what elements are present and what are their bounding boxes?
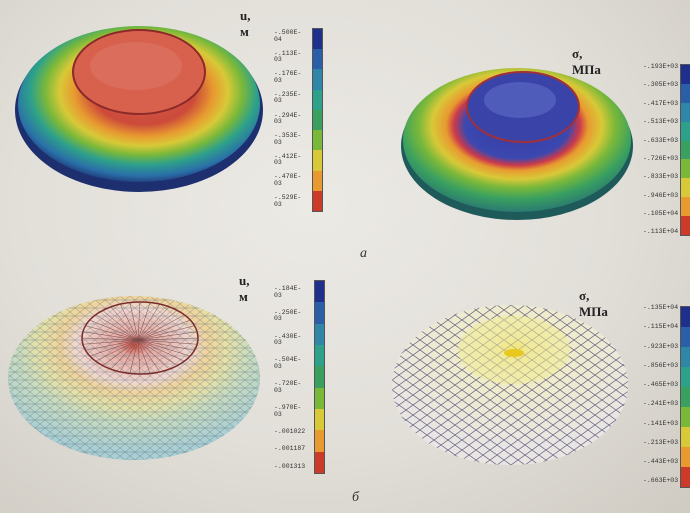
legend-tick-label: -.443E+03 xyxy=(643,458,679,466)
legend-swatch xyxy=(681,327,690,347)
legend-tick-label: -.417E+03 xyxy=(643,99,679,107)
legend-ticks: -.135E+04 -.115E+04 -.923E+03 -.856E+03 -.46… xyxy=(643,304,679,485)
legend-swatch xyxy=(313,49,322,70)
legend-tick-label: -.113E-03 xyxy=(274,49,302,64)
legend-swatch xyxy=(681,307,690,327)
unit-label-displacement: u, м xyxy=(239,273,250,304)
legend-tick-label: -.235E-03 xyxy=(274,90,302,105)
legend-swatch xyxy=(313,150,322,171)
legend-swatch xyxy=(681,83,690,103)
legend-swatch xyxy=(315,302,324,324)
legend-tick-label: -.470E-03 xyxy=(274,173,302,187)
legend-tick-label: -.105E+04 xyxy=(643,210,679,217)
legend-tick-label: -.305E+03 xyxy=(643,81,679,89)
legend-swatch xyxy=(313,109,322,131)
legend-swatch xyxy=(315,344,324,367)
unit-label-displacement: u, м xyxy=(240,8,251,39)
legend-swatch xyxy=(315,323,324,345)
legend-ticks: -.500E-04 -.113E-03 -.176E-03 -.235E-03 -.29… xyxy=(274,29,302,208)
legend-tick-label: -.213E+03 xyxy=(643,438,679,446)
color-legend xyxy=(314,280,325,474)
legend-tick-label: -.184E-03 xyxy=(274,285,302,299)
legend-tick-label: -.529E-03 xyxy=(274,194,302,208)
legend-swatch xyxy=(681,102,690,122)
legend-tick-label: -.633E+03 xyxy=(643,136,679,144)
legend-swatch xyxy=(315,408,324,431)
legend-tick-label: -.500E-04 xyxy=(274,29,302,43)
legend-swatch xyxy=(681,447,690,467)
legend-tick-label: -.115E+04 xyxy=(643,323,679,331)
legend-tick-label: -.923E+03 xyxy=(643,342,679,350)
legend-swatch xyxy=(681,216,690,236)
legend-swatch xyxy=(313,29,322,50)
subfigure-label-b: б xyxy=(352,490,360,505)
legend-swatch xyxy=(315,366,324,388)
unit-label-stress: σ, МПа xyxy=(572,46,601,77)
legend-tick-label: -.970E-03 xyxy=(274,404,302,418)
legend-tick-label: -.193E+03 xyxy=(643,63,679,70)
legend-swatch xyxy=(313,130,322,151)
legend-swatch xyxy=(681,178,690,198)
legend-tick-label: -.113E+04 xyxy=(643,228,679,236)
legend-tick-label: -.726E+03 xyxy=(643,154,679,162)
color-legend xyxy=(680,306,690,488)
legend-swatch xyxy=(681,367,690,387)
legend-swatch xyxy=(681,387,690,407)
color-legend xyxy=(312,28,323,212)
legend-swatch xyxy=(681,140,690,160)
subfigure-label-a: а xyxy=(360,246,367,261)
legend-swatch xyxy=(681,407,690,427)
legend-tick-label: -.250E-03 xyxy=(274,308,302,323)
legend-tick-label: -.001022 xyxy=(274,427,306,435)
legend-swatch xyxy=(681,427,690,447)
legend-tick-label: -.294E-03 xyxy=(274,111,302,125)
legend-tick-label: -.141E+03 xyxy=(643,419,679,427)
legend-tick-label: -.353E-03 xyxy=(274,132,302,146)
legend-tick-label: -.504E-03 xyxy=(274,356,302,370)
unit-label-stress: σ, МПа xyxy=(579,288,608,319)
legend-swatch xyxy=(313,69,322,90)
legend-tick-label: -.465E+03 xyxy=(643,381,679,389)
legend-swatch xyxy=(315,430,324,452)
legend-tick-label: -.720E-03 xyxy=(274,380,302,394)
legend-tick-label: -.430E-03 xyxy=(274,332,302,347)
legend-tick-label: -.412E-03 xyxy=(274,152,302,167)
color-legend xyxy=(680,64,690,236)
legend-tick-label: -.663E+03 xyxy=(643,477,679,485)
legend-ticks: -.184E-03 -.250E-03 -.430E-03 -.504E-03 -.72… xyxy=(274,285,306,470)
legend-swatch xyxy=(681,65,690,84)
legend-swatch xyxy=(681,467,690,487)
legend-swatch xyxy=(681,121,690,141)
legend-swatch xyxy=(315,387,324,409)
legend-swatch xyxy=(681,159,690,179)
legend-swatch xyxy=(681,347,690,367)
legend-tick-label: -.513E+03 xyxy=(643,118,679,126)
legend-tick-label: -.946E+03 xyxy=(643,191,679,199)
legend-swatch xyxy=(681,197,690,217)
legend-ticks: -.193E+03 -.305E+03 -.417E+03 -.513E+03 -.63… xyxy=(643,63,679,236)
legend-swatch xyxy=(315,451,324,473)
legend-tick-label: -.856E+03 xyxy=(643,361,679,369)
legend-swatch xyxy=(313,89,322,110)
legend-swatch xyxy=(313,170,322,191)
legend-tick-label: -.135E+04 xyxy=(643,304,679,311)
legend-tick-label: -.001313 xyxy=(274,462,306,470)
legend-tick-label: -.001187 xyxy=(274,445,306,453)
legend-swatch xyxy=(315,281,324,303)
legend-swatch xyxy=(313,190,322,211)
legend-tick-label: -.833E+03 xyxy=(643,173,679,181)
legend-tick-label: -.176E-03 xyxy=(274,70,302,84)
legend-tick-label: -.241E+03 xyxy=(643,400,679,408)
